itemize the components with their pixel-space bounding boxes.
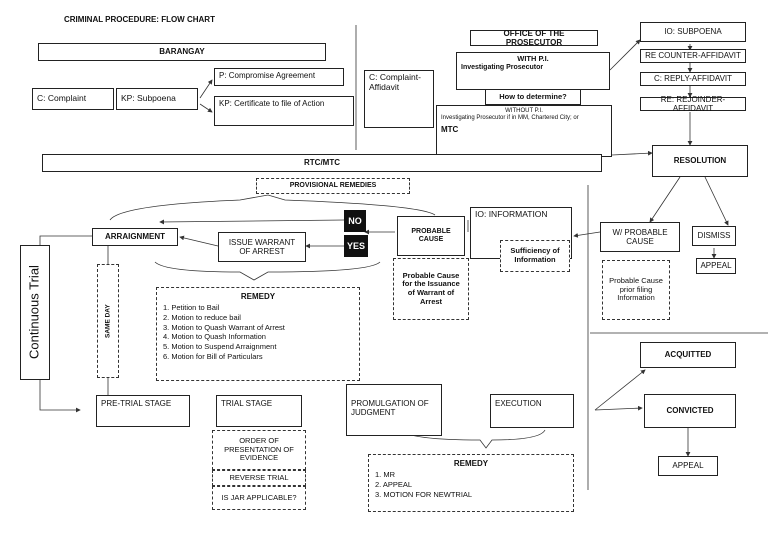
barangay-header: BARANGAY [38,43,326,61]
convicted-appeal: APPEAL [658,456,718,476]
order-of-presentation: ORDER OF PRESENTATION OF EVIDENCE [212,430,306,470]
resolution-box: RESOLUTION [652,145,748,177]
without-pi-text: Investigating Prosecutor if in MM, Chart… [441,114,579,121]
list-item: 1. Petition to Bail [163,303,220,313]
list-item: 5. Motion to Suspend Arraignment [163,342,277,352]
sufficiency-of-information: Sufficiency of Information [500,240,570,272]
arraignment-box: ARRAIGNMENT [92,228,178,246]
prosecutor-complaint: C: Complaint-Affidavit [364,70,434,128]
mtc-label: MTC [441,124,459,134]
same-day-label: SAME DAY [97,264,119,378]
with-pi-text: Investigating Prosecutor [461,63,544,71]
list-item: 2. APPEAL [375,479,413,489]
page-title: CRIMINAL PROCEDURE: FLOW CHART [64,15,215,24]
list-item: 6. Motion for Bill of Particulars [163,351,263,361]
provisional-remedies: PROVISIONAL REMEDIES [256,178,410,194]
remedy-title: REMEDY [240,292,276,301]
remedy-list: 1. Petition to Bail 2. Motion to reduce … [163,303,353,362]
no-decision: NO [344,210,366,232]
with-pi-title: WITH P.I. [517,54,549,63]
step-rejoinder-affidavit: RE: REJOINDER-AFFIDAVIT [640,95,746,113]
compromise-agreement: P: Compromise Agreement [214,68,344,86]
is-jar-applicable: IS JAR APPLICABLE? [212,486,306,510]
barangay-subpoena: KP: Subpoena [116,88,198,110]
list-item: 4. Motion to Quash Information [163,332,266,342]
dismiss-box: DISMISS [692,226,736,246]
acquitted-box: ACQUITTED [640,342,736,368]
continuous-trial-label: Continuous Trial [20,245,50,380]
convicted-box: CONVICTED [644,394,736,428]
list-item: 2. Motion to reduce bail [163,312,241,322]
list-item: 3. Motion to Quash Warrant of Arrest [163,322,285,332]
pre-trial-stage: PRE-TRIAL STAGE [96,395,190,427]
trial-stage: TRIAL STAGE [216,395,302,427]
step-reply-affidavit: C: REPLY-AFFIDAVIT [640,72,746,86]
step-counter-affidavit: RE COUNTER-AFFIDAVIT [640,49,746,63]
remedy2-title: REMEDY [453,459,489,468]
step-subpoena: IO: SUBPOENA [640,22,746,42]
with-probable-cause: W/ PROBABLE CAUSE [600,222,680,252]
list-item: 3. MOTION FOR NEWTRIAL [375,489,473,499]
yes-decision: YES [344,235,368,257]
with-pi-box: WITH P.I. Investigating Prosecutor [456,52,610,90]
without-pi-title: WITHOUT P.I. [505,108,543,114]
rtc-header: RTC/MTC [42,154,602,172]
probable-cause-box: PROBABLE CAUSE [397,216,465,256]
issue-warrant-of-arrest: ISSUE WARRANT OF ARREST [218,232,306,262]
remedy2-list: 1. MR 2. APPEAL 3. MOTION FOR NEWTRIAL [375,470,567,499]
probable-prior-filing: Probable Cause prior filing Information [602,260,670,320]
promulgation-of-judgment: PROMULGATION OF JUDGMENT [346,384,442,436]
prosecutor-header: OFFICE OF THE PROSECUTOR [470,29,598,47]
dismiss-appeal: APPEAL [696,258,736,274]
list-item: 1. MR [375,470,396,480]
remedy-box-judgment: REMEDY 1. MR 2. APPEAL 3. MOTION FOR NEW… [368,454,574,512]
how-to-determine: How to determine? [485,89,581,105]
execution-box: EXECUTION [490,394,574,428]
certificate-to-file: KP: Certificate to file of Action [214,96,354,126]
without-pi-box: WITHOUT P.I. Investigating Prosecutor if… [436,105,612,157]
reverse-trial: REVERSE TRIAL [212,470,306,486]
barangay-complaint: C: Complaint [32,88,114,110]
remedy-box-provisional: REMEDY 1. Petition to Bail 2. Motion to … [156,287,360,381]
probable-cause-warrant-note: Probable Cause for the Issuance of Warra… [393,258,469,320]
